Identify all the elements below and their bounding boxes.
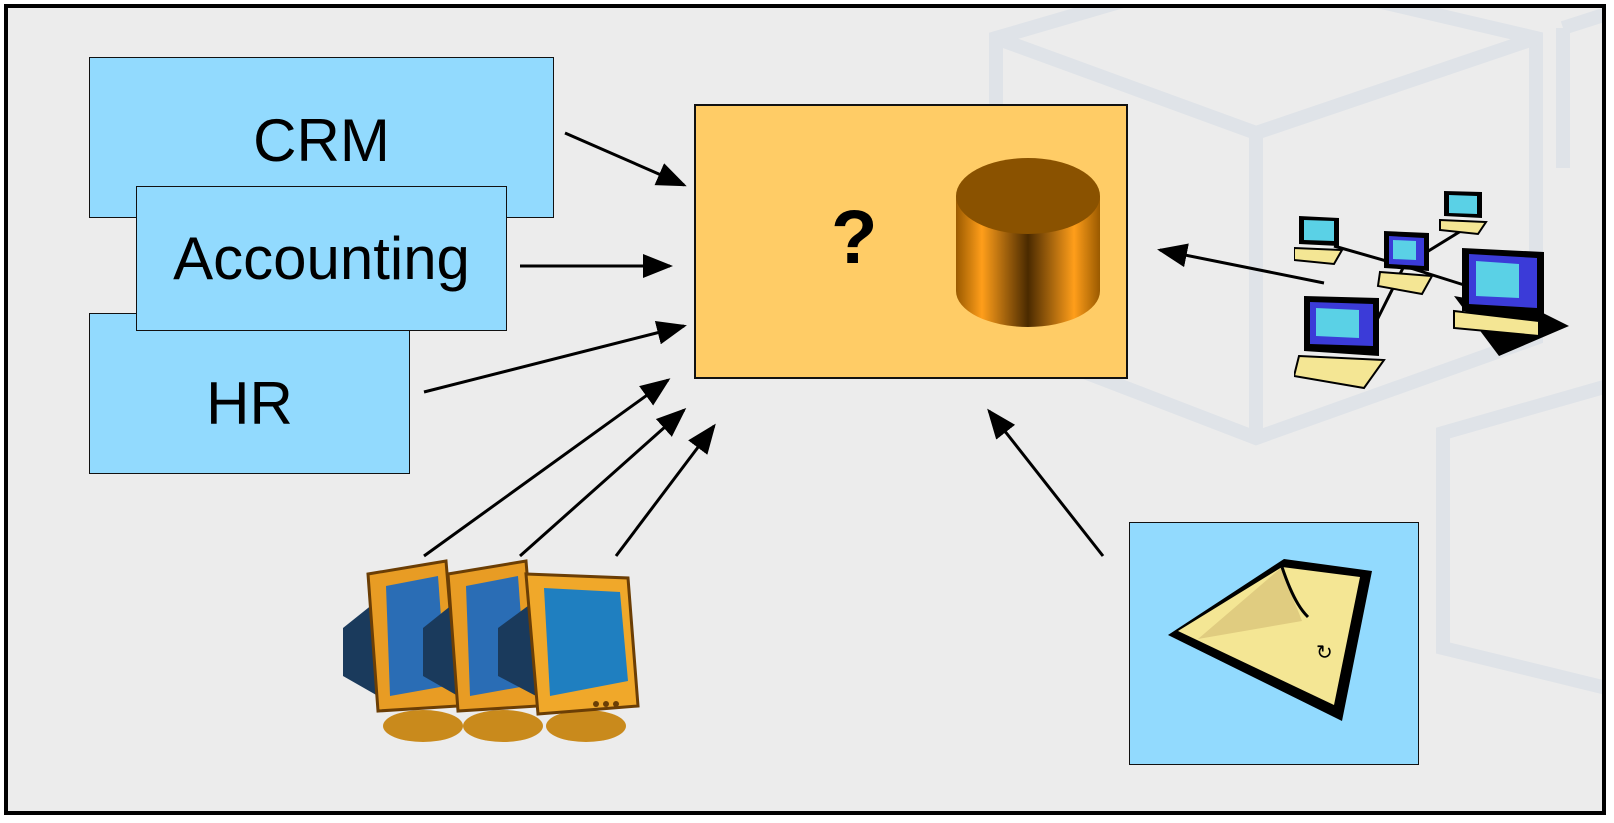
hr-box: HR bbox=[89, 313, 410, 474]
arrow-desktop3-to-warehouse bbox=[614, 423, 716, 557]
arrow-crm-to-warehouse bbox=[564, 131, 687, 187]
hr-label: HR bbox=[206, 370, 293, 437]
arrows-layer bbox=[423, 131, 1325, 558]
diagram-frame: CRM HR Accounting ? bbox=[4, 4, 1606, 815]
file-source-box: ↻ bbox=[1129, 522, 1419, 765]
desktop-computers-icon bbox=[343, 559, 640, 742]
svg-text:↻: ↻ bbox=[1316, 640, 1333, 664]
network-computer-mid bbox=[1376, 231, 1434, 296]
network-computer-small-right bbox=[1439, 191, 1488, 236]
network-computer-large bbox=[1453, 248, 1569, 356]
crm-label: CRM bbox=[253, 107, 390, 174]
question-mark: ? bbox=[831, 195, 878, 280]
database-icon bbox=[956, 158, 1100, 327]
arrow-desktop2-to-warehouse bbox=[519, 408, 687, 558]
arrow-file-to-warehouse bbox=[987, 408, 1105, 557]
arrow-desktop1-to-warehouse bbox=[423, 378, 671, 558]
computer-network-icon bbox=[1294, 191, 1569, 390]
data-warehouse-box: ? bbox=[694, 104, 1128, 379]
accounting-label: Accounting bbox=[173, 225, 470, 292]
arrow-network-to-warehouse bbox=[1157, 243, 1325, 285]
accounting-box: Accounting bbox=[136, 186, 507, 331]
arrow-hr-to-warehouse bbox=[423, 321, 687, 394]
network-computer-small-left bbox=[1294, 216, 1344, 266]
document-file-icon: ↻ bbox=[1168, 559, 1372, 721]
network-computer-left bbox=[1294, 296, 1386, 390]
